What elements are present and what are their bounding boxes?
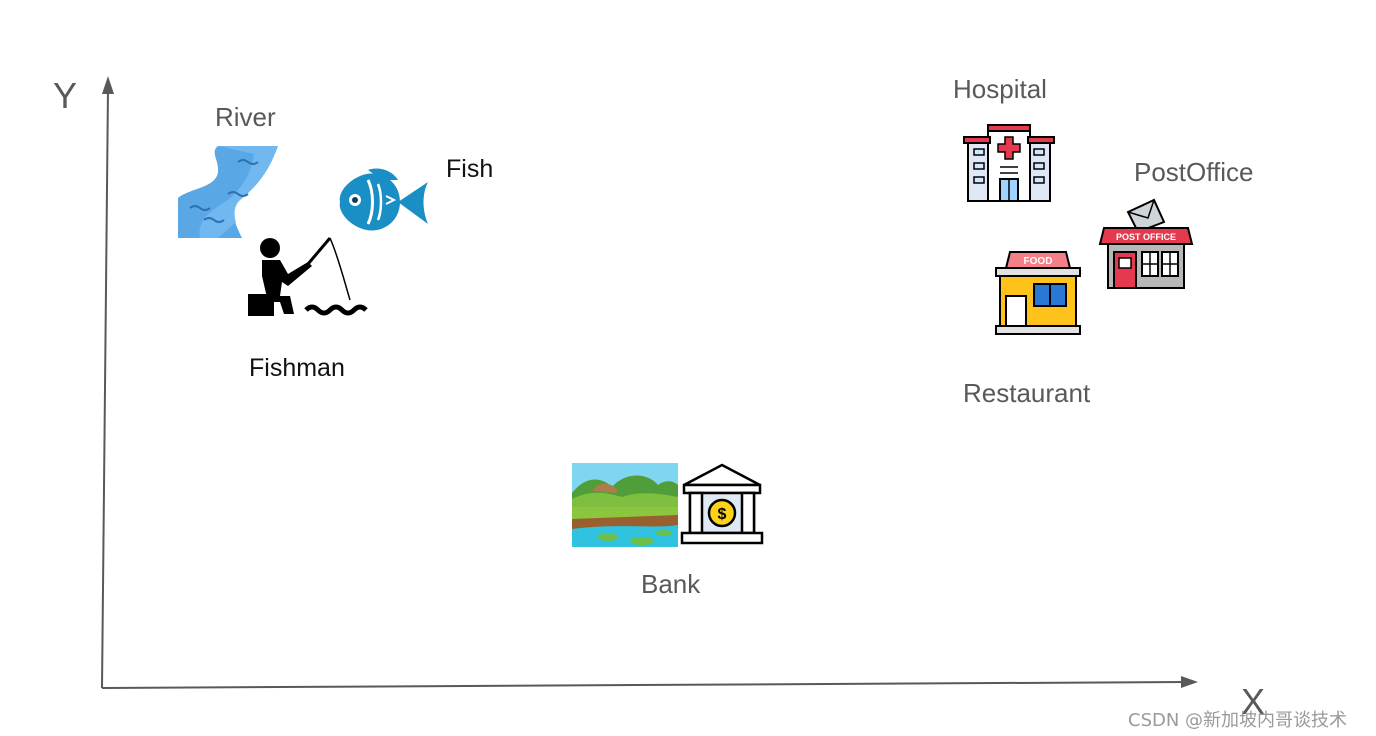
river-icon: [178, 146, 278, 238]
restaurant-icon: FOOD: [995, 251, 1081, 335]
restaurant-sign: FOOD: [1024, 256, 1053, 267]
bank-building-icon: $: [680, 463, 764, 545]
restaurant-label: Restaurant: [963, 378, 1091, 408]
postoffice-label: PostOffice: [1134, 157, 1254, 187]
hospital-label: Hospital: [953, 74, 1047, 104]
bank-label: Bank: [641, 569, 701, 599]
hospital-icon: [963, 124, 1055, 202]
y-axis-arrow: [102, 76, 114, 94]
y-axis-label: Y: [53, 75, 78, 116]
fish-label: Fish: [446, 155, 494, 183]
post-office-icon: POST OFFICE: [1098, 198, 1194, 289]
fish-icon: [339, 168, 428, 231]
x-axis-arrow: [1181, 676, 1198, 688]
riverbank-scene-icon: [572, 463, 678, 547]
x-axis-line: [101, 681, 1187, 689]
fisherman-icon: [248, 237, 368, 316]
watermark: CSDN @新加坡内哥谈技术: [1128, 710, 1348, 731]
river-label: River: [215, 102, 276, 132]
fishman-label: Fishman: [249, 354, 345, 382]
x-axis-label: X: [1241, 681, 1266, 722]
post-office-sign: POST OFFICE: [1116, 232, 1176, 242]
svg-text:$: $: [718, 506, 727, 523]
y-axis-line: [101, 87, 109, 689]
